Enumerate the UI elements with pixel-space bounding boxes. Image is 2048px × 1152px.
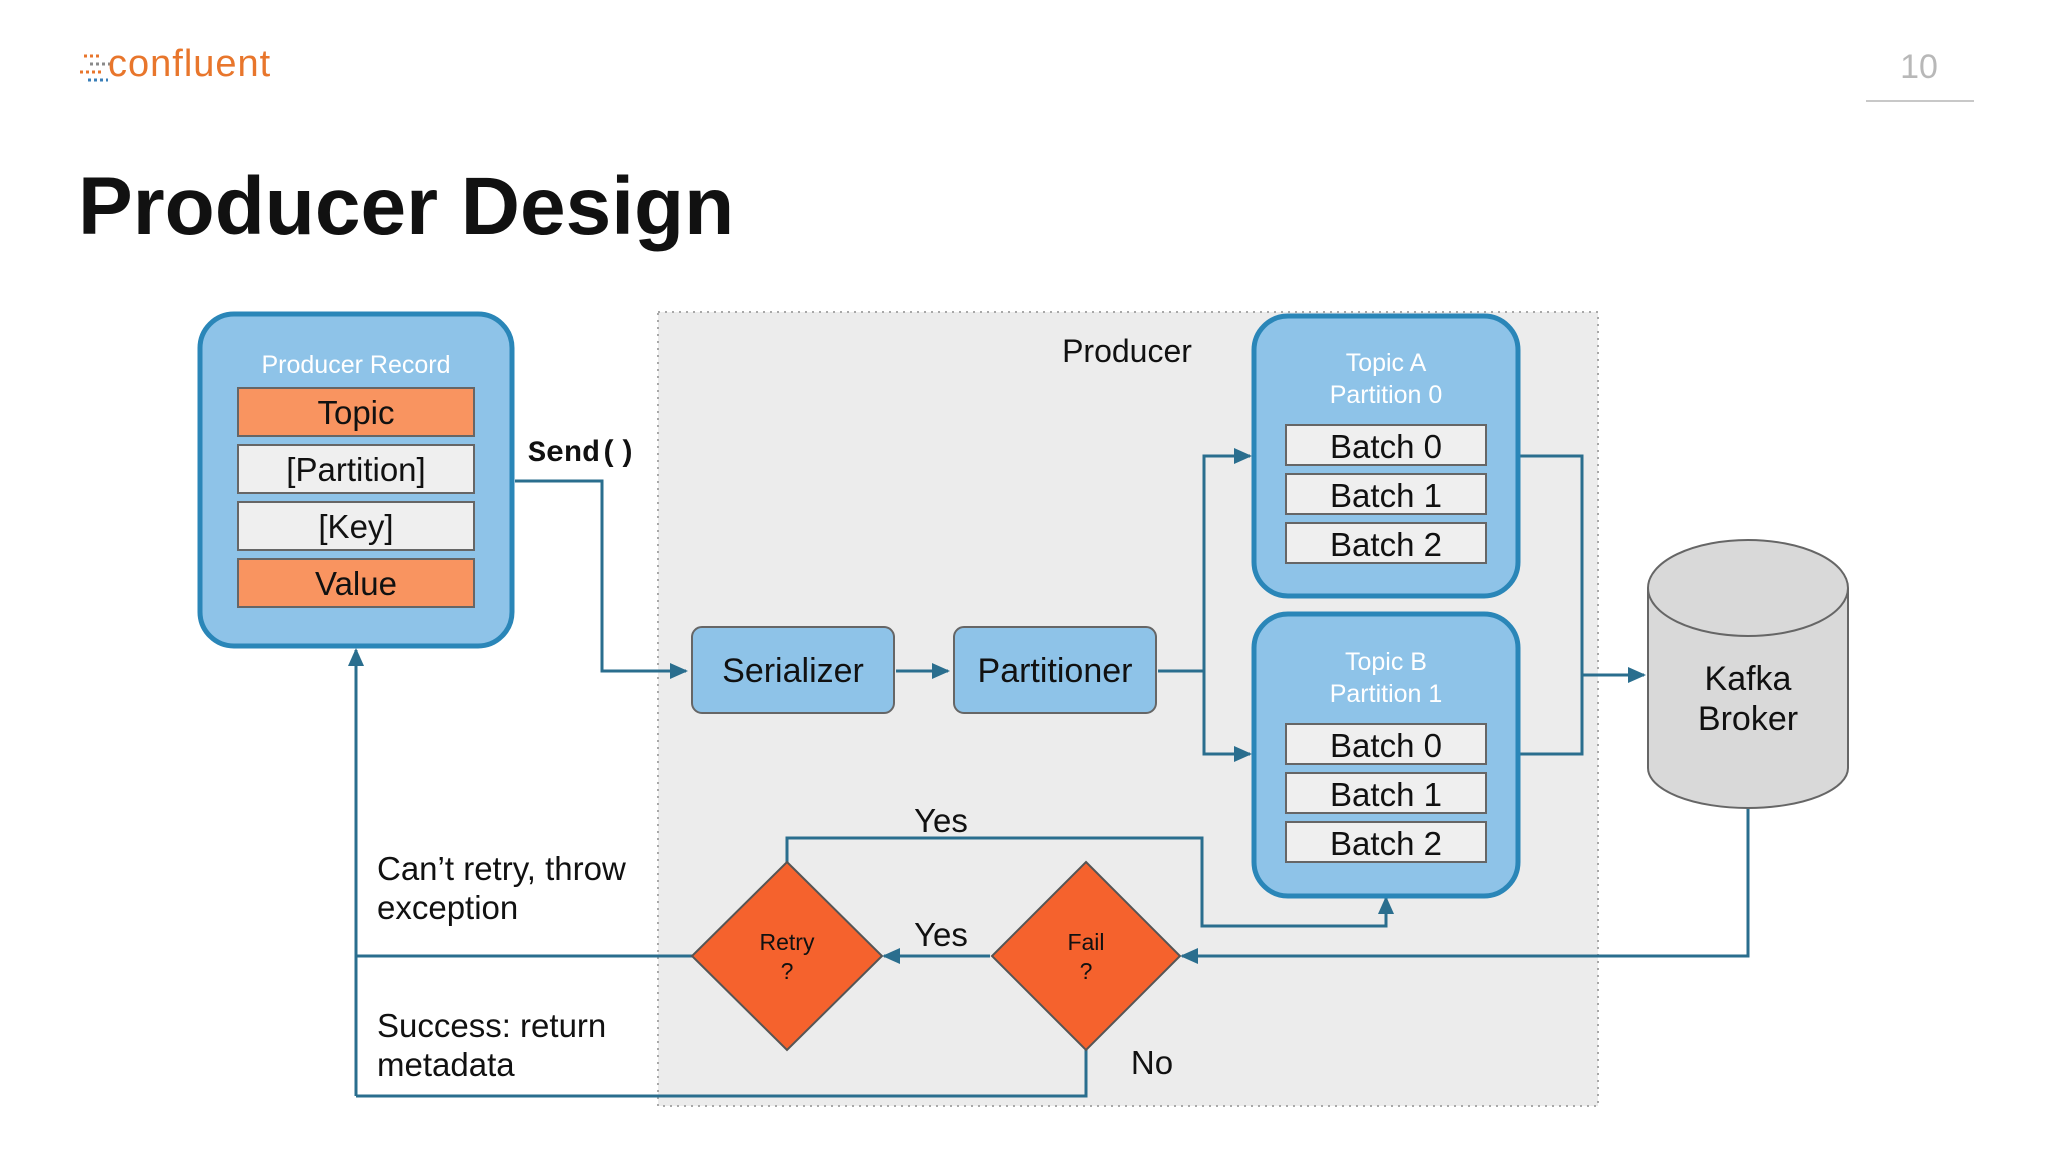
success-line1: Success: return: [377, 1007, 606, 1044]
retry-question: ?: [781, 958, 794, 984]
to-topic-a-connector: [1202, 448, 1252, 671]
send-label: Send(): [528, 437, 636, 471]
batch-item: Batch 2: [1285, 821, 1487, 863]
broker-label-line2: Broker: [1698, 700, 1798, 738]
batch-item: Batch 0: [1285, 723, 1487, 765]
broker-label-line1: Kafka: [1705, 660, 1792, 698]
topic-a-name: Topic A: [1346, 349, 1427, 377]
record-field-label: Topic: [317, 394, 394, 431]
partitioner-box: Partitioner: [953, 626, 1157, 714]
record-field-key: [Key]: [237, 501, 475, 551]
success-line2: metadata: [377, 1046, 515, 1083]
kafka-broker: Kafka Broker: [1647, 539, 1849, 809]
batch-label: Batch 1: [1330, 477, 1442, 514]
serializer-label: Serializer: [722, 652, 864, 690]
record-field-label: [Partition]: [286, 451, 425, 488]
fail-question: ?: [1080, 958, 1093, 984]
retry-decision: Retry ?: [690, 860, 884, 1052]
producer-record: Producer Record Topic [Partition] [Key] …: [197, 311, 515, 649]
logo-wordmark: confluent: [108, 43, 271, 85]
retry-yes-label: Yes: [914, 802, 968, 839]
fail-yes-label: Yes: [914, 916, 968, 953]
to-topic-b-connector: [1202, 671, 1252, 762]
topic-b-name: Topic B: [1345, 648, 1427, 676]
retry-label: Retry: [760, 929, 815, 955]
page-number: 10: [1900, 48, 1938, 86]
batch-item: Batch 2: [1285, 522, 1487, 564]
topic-b-partition: Partition 1: [1330, 680, 1443, 708]
producer-record-title: Producer Record: [262, 351, 451, 379]
record-field-partition: [Partition]: [237, 444, 475, 494]
batch-label: Batch 1: [1330, 776, 1442, 813]
batch-label: Batch 0: [1330, 428, 1442, 465]
producer-area-label: Producer: [1062, 333, 1192, 369]
batch-label: Batch 0: [1330, 727, 1442, 764]
topic-a-partition-0: Topic A Partition 0 Batch 0 Batch 1 Batc…: [1251, 313, 1521, 599]
fail-no-connector: [356, 1050, 1088, 1098]
topic-a-partition: Partition 0: [1330, 381, 1443, 409]
batch-item: Batch 1: [1285, 772, 1487, 814]
cant-retry-line1: Can’t retry, throw: [377, 850, 626, 887]
record-field-topic: Topic: [237, 387, 475, 437]
batch-item: Batch 0: [1285, 424, 1487, 466]
batch-label: Batch 2: [1330, 526, 1442, 563]
confluent-mark-icon: [80, 54, 112, 82]
send-connector: [515, 479, 688, 679]
retry-yes-connector: [785, 836, 1394, 928]
batch-label: Batch 2: [1330, 825, 1442, 862]
topic-b-partition-1: Topic B Partition 1 Batch 0 Batch 1 Batc…: [1251, 611, 1521, 899]
connectors: [348, 448, 1750, 1098]
confluent-logo: confluent: [80, 43, 271, 85]
cant-retry-line2: exception: [377, 889, 518, 926]
page-title: Producer Design: [78, 161, 734, 252]
record-field-label: [Key]: [318, 508, 393, 545]
fail-label: Fail: [1067, 929, 1104, 955]
topics-merge-connector: [1520, 454, 1584, 756]
serializer-box: Serializer: [691, 626, 895, 714]
batch-item: Batch 1: [1285, 473, 1487, 515]
fail-decision: Fail ?: [990, 860, 1182, 1052]
record-field-label: Value: [315, 565, 397, 602]
fail-no-label: No: [1131, 1044, 1173, 1081]
record-field-value: Value: [237, 558, 475, 608]
broker-to-fail-connector: [1180, 808, 1750, 964]
partitioner-label: Partitioner: [978, 652, 1133, 690]
